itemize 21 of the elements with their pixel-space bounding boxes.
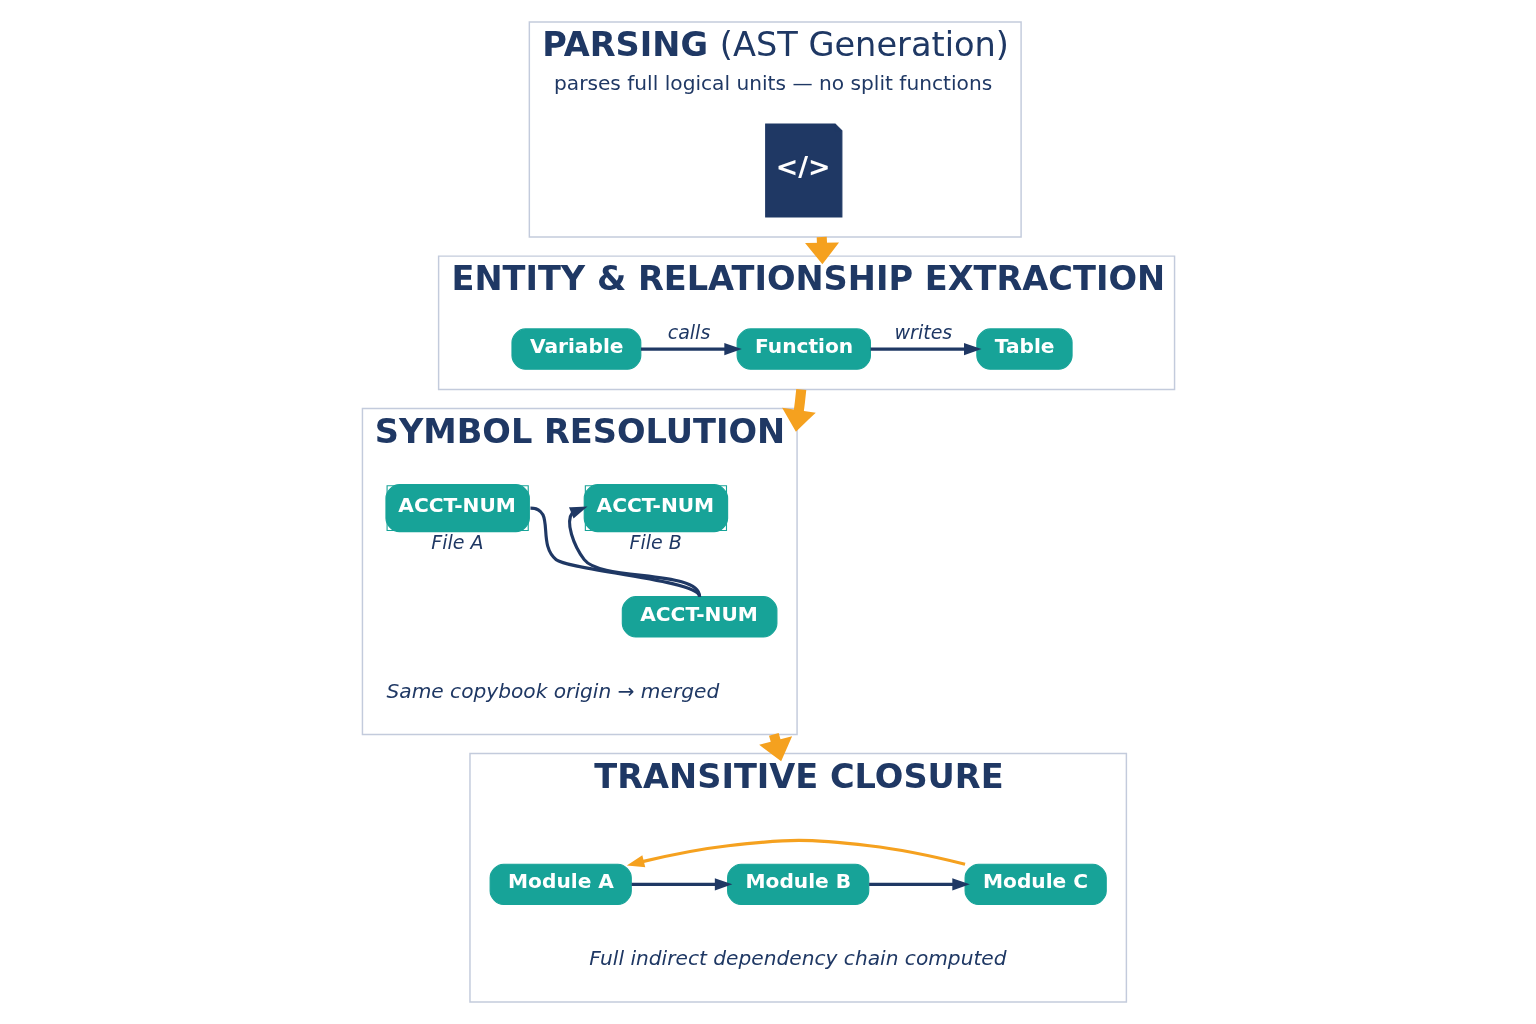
node-box: ACCT-NUM: [621, 596, 777, 638]
node-box: Module C: [964, 863, 1107, 906]
connector: [529, 506, 701, 598]
node-label: File B: [629, 531, 682, 554]
node-box: Table: [975, 328, 1073, 370]
node-box: Function: [736, 328, 871, 370]
node-label: File A: [430, 531, 484, 554]
arrow: [870, 342, 982, 356]
arrow: [640, 342, 742, 356]
arrow: [781, 388, 816, 432]
edge-label: writes: [894, 320, 952, 343]
node-box: Module A: [489, 863, 632, 906]
label: Same copybook origin → merged: [386, 678, 719, 703]
label: Full indirect dependency chain computed: [588, 946, 1007, 971]
node-box: Variable: [510, 328, 641, 370]
arrow: [631, 878, 732, 891]
edge-label: calls: [667, 320, 710, 343]
arrow: [567, 506, 701, 598]
arrow: [868, 878, 970, 891]
arrow: [626, 838, 965, 868]
node-box: Module B: [726, 863, 869, 906]
